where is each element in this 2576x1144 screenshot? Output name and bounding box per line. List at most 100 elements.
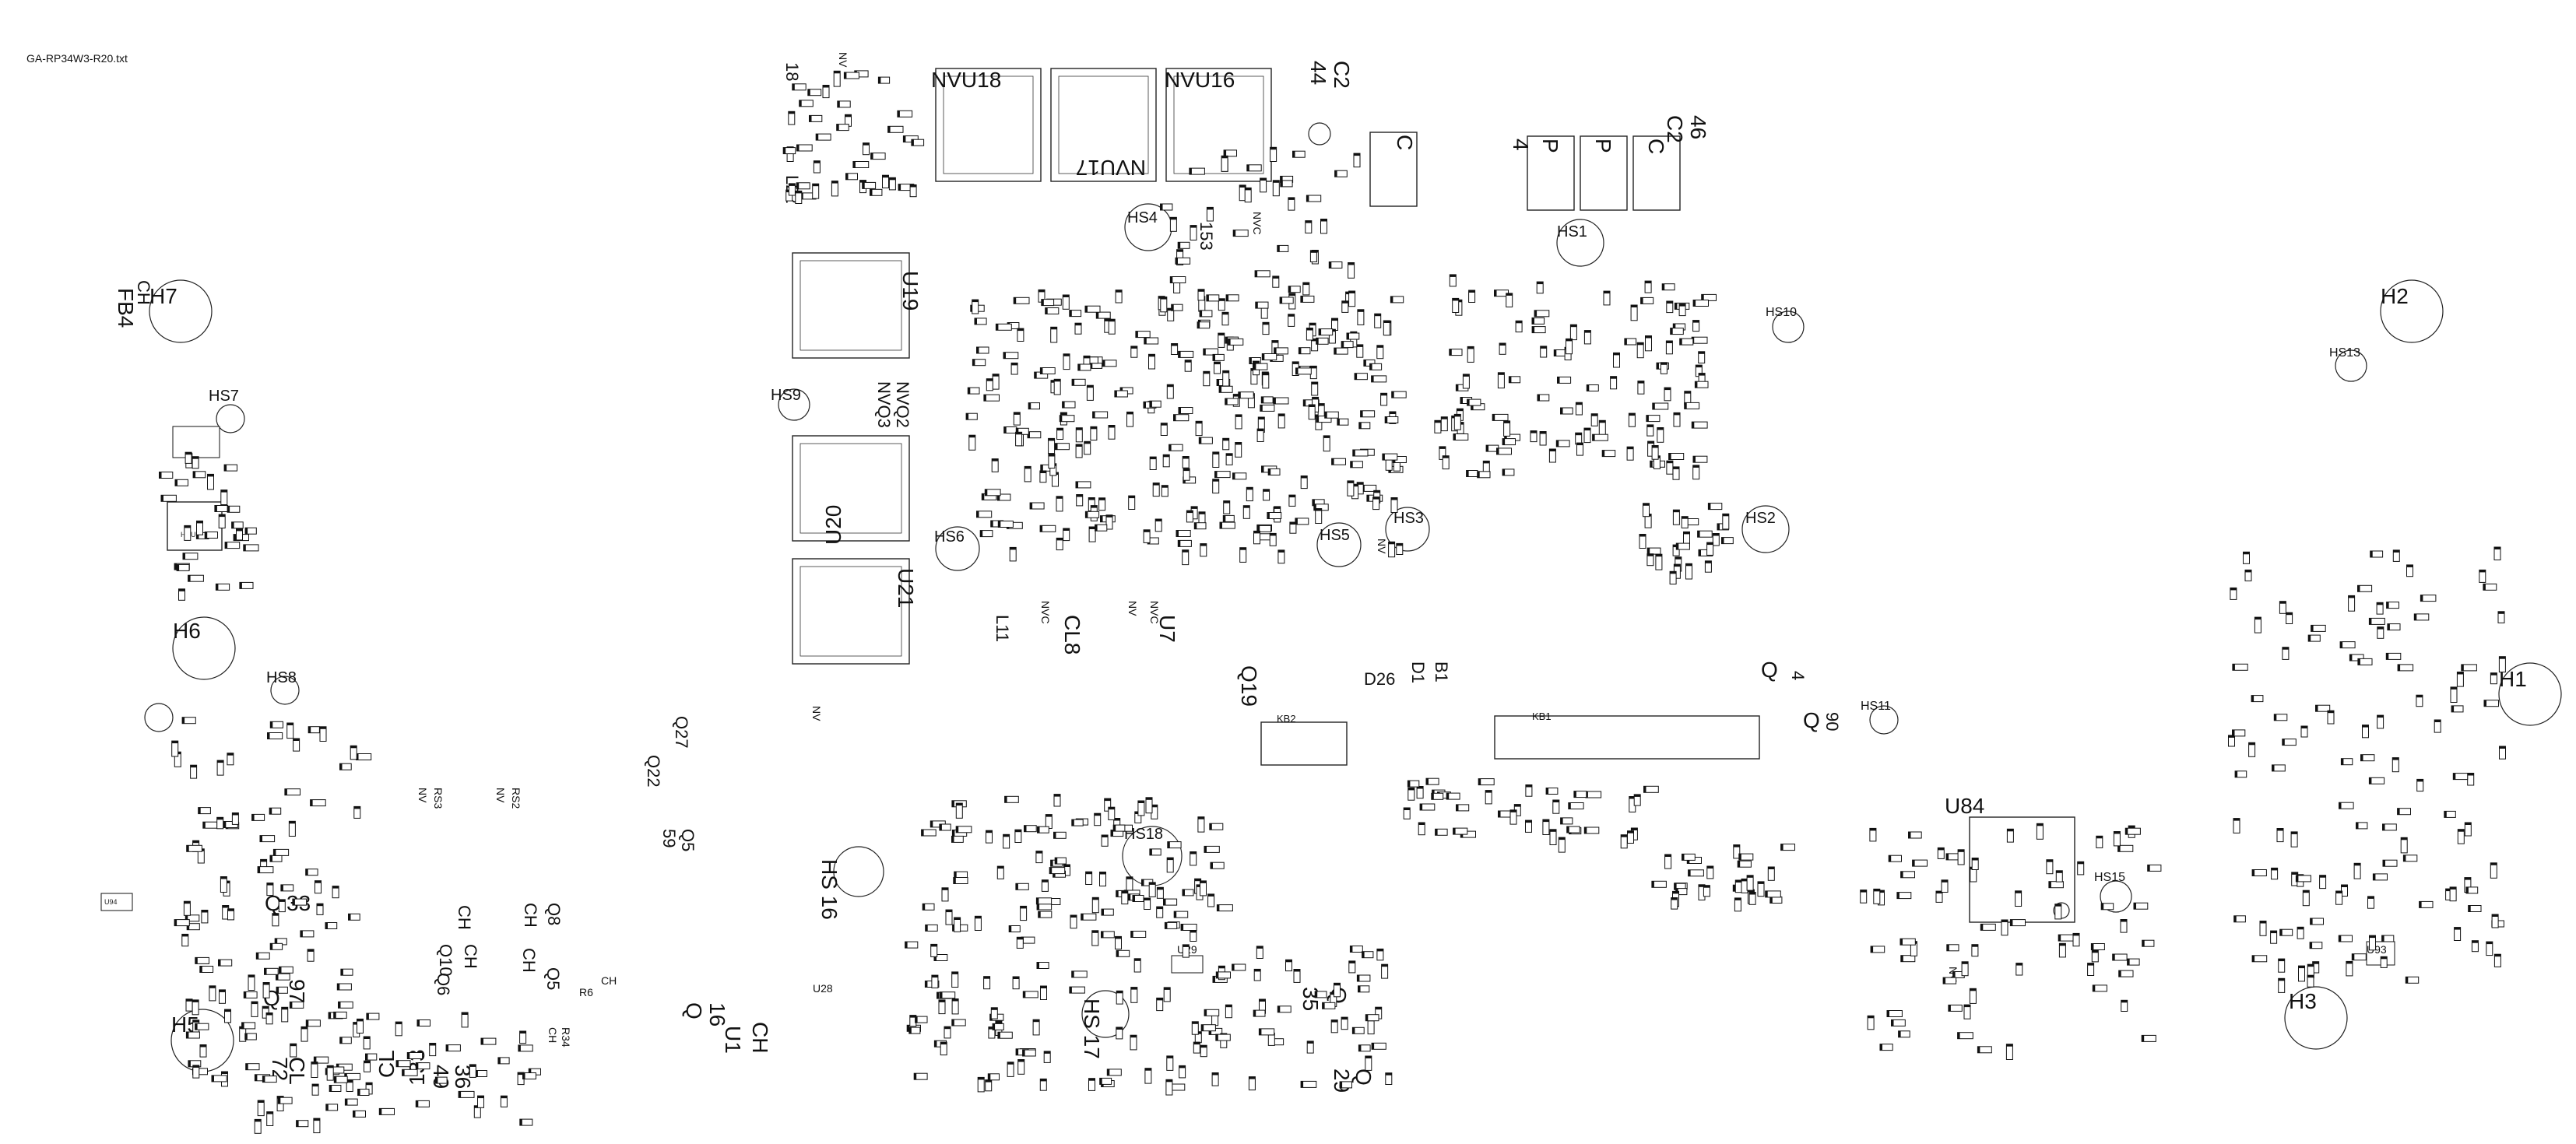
- smd-pad: [1662, 283, 1665, 290]
- smd-pad: [1661, 362, 1668, 365]
- smd-pad: [1643, 786, 1646, 793]
- smd-pad: [186, 845, 189, 852]
- smd-pad: [1896, 892, 1899, 899]
- smd-pad: [2128, 826, 2135, 829]
- smd-pad: [1938, 847, 1945, 851]
- smd-pad: [1306, 195, 1309, 202]
- smd-pad: [1889, 855, 1892, 862]
- smd-pad: [2454, 927, 2461, 930]
- label-cl: CL: [374, 1050, 399, 1078]
- smd-pad: [2092, 950, 2099, 953]
- smd-pad: [1891, 1019, 1894, 1026]
- smd-pad: [1150, 457, 1157, 460]
- smd-pad: [1341, 300, 1348, 304]
- mounting-hole-h2: H2: [2380, 279, 2444, 343]
- label-q29: Q: [1351, 1069, 1376, 1086]
- smd-pad: [1477, 471, 1480, 478]
- label-ch-a: CH: [455, 905, 474, 930]
- smd-pad: [1020, 906, 1027, 909]
- smd-pad: [2472, 940, 2479, 943]
- smd-pad: [2232, 664, 2235, 671]
- smd-pad: [2233, 818, 2240, 821]
- svg-text:HS1: HS1: [1557, 223, 1587, 240]
- smd-pad: [1672, 891, 1679, 894]
- smd-pad: [1203, 349, 1206, 356]
- smd-pad: [1003, 834, 1010, 837]
- label-153: 153: [1197, 222, 1216, 251]
- chip-u20: U20: [792, 435, 910, 545]
- smd-pad: [199, 966, 202, 973]
- smd-pad: [184, 901, 191, 904]
- smd-pad: [1420, 804, 1423, 810]
- smd-pad: [1388, 542, 1395, 545]
- smd-pad: [266, 883, 273, 886]
- smd-pad: [2369, 777, 2372, 784]
- smd-pad: [1912, 860, 1915, 867]
- smd-pad: [1225, 1005, 1232, 1008]
- smd-pad: [1170, 217, 1177, 220]
- smd-pad: [2059, 943, 2066, 946]
- smd-pad: [348, 914, 351, 921]
- smd-pad: [1769, 897, 1773, 904]
- smd-pad: [205, 532, 208, 539]
- smd-pad: [1106, 514, 1112, 518]
- smd-pad: [2235, 770, 2238, 777]
- label-nv-f: NV: [810, 706, 823, 721]
- smd-pad: [177, 564, 180, 571]
- smd-pad: [1300, 296, 1303, 303]
- smd-pad: [897, 111, 900, 118]
- smd-pad: [2499, 656, 2506, 659]
- smd-pad: [1324, 412, 1327, 419]
- smd-pad: [214, 505, 217, 512]
- smd-pad: [275, 938, 278, 945]
- smd-pad: [986, 830, 993, 833]
- smd-pad: [1288, 495, 1295, 498]
- smd-pad: [1646, 415, 1649, 422]
- smd-pad: [1514, 804, 1521, 807]
- smd-pad: [952, 998, 959, 1002]
- smd-pad: [1977, 1046, 1980, 1053]
- smd-pad: [1063, 865, 1070, 867]
- smd-pad: [1271, 340, 1278, 343]
- smd-pad: [256, 953, 259, 960]
- svg-text:U94: U94: [104, 898, 118, 906]
- smd-pad: [346, 1080, 353, 1083]
- smd-pad: [174, 919, 177, 926]
- smd-pad: [1466, 470, 1469, 477]
- smd-pad: [1011, 363, 1018, 366]
- smd-pad: [1673, 510, 1680, 513]
- smd-pad: [1540, 346, 1547, 349]
- smd-pad: [1354, 153, 1360, 156]
- smd-pad: [1223, 500, 1230, 504]
- smd-pad: [2134, 903, 2136, 910]
- smd-pad: [1540, 431, 1547, 434]
- smd-pad: [1163, 899, 1166, 906]
- smd-pad: [219, 989, 226, 992]
- smd-pad: [1456, 804, 1459, 811]
- smd-pad: [1050, 860, 1053, 867]
- smd-pad: [1407, 781, 1411, 788]
- smd-pad: [301, 1026, 308, 1030]
- smd-pad: [402, 1069, 405, 1076]
- smd-pad: [188, 575, 191, 582]
- smd-pad: [1186, 511, 1193, 514]
- smd-pad: [1463, 374, 1470, 377]
- smd-pad: [416, 1100, 419, 1107]
- smd-pad: [1270, 147, 1277, 150]
- smd-pad: [845, 114, 852, 118]
- smd-pad: [192, 456, 199, 459]
- smd-pad: [859, 180, 866, 183]
- label-nvc-c: NVC: [1148, 601, 1161, 624]
- smd-pad: [1107, 1069, 1110, 1076]
- smd-pad: [1040, 1079, 1047, 1082]
- smd-pad: [1316, 416, 1320, 423]
- smd-pad: [2357, 658, 2360, 665]
- smd-pad: [1673, 324, 1676, 330]
- smd-pad: [1671, 897, 1678, 900]
- smd-pad: [995, 1021, 1002, 1023]
- smd-pad: [1634, 794, 1641, 797]
- smd-pad: [1193, 1042, 1200, 1045]
- smd-pad: [1334, 983, 1341, 986]
- svg-text:HS 16: HS 16: [817, 859, 842, 920]
- smd-pad: [1056, 496, 1063, 499]
